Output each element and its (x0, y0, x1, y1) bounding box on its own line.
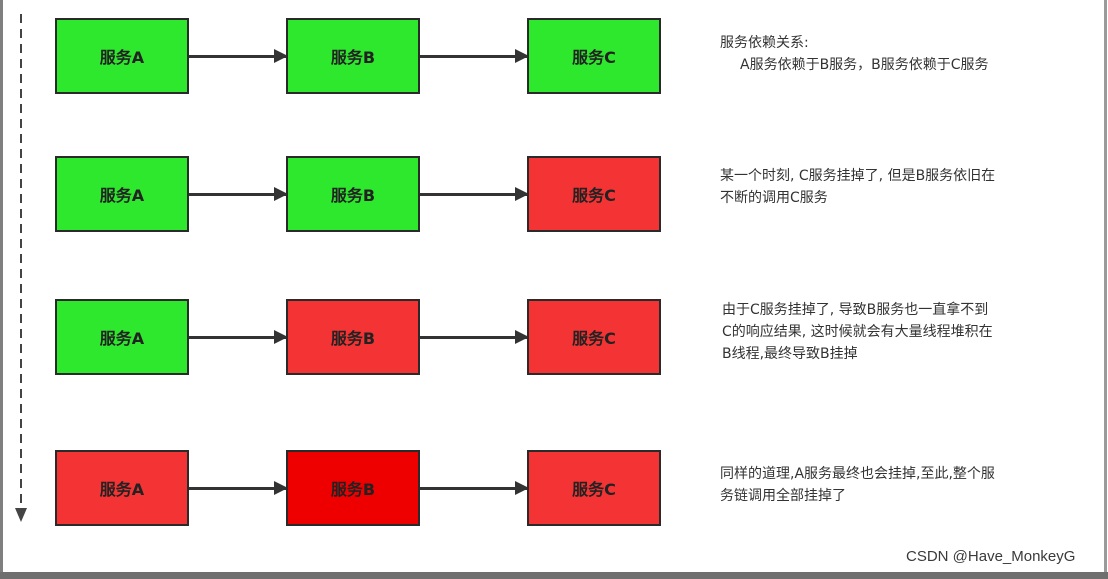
row2-service-c-label: 服务C (572, 186, 616, 205)
row1-description-line2: A服务依赖于B服务，B服务依赖于C服务 (740, 57, 989, 73)
row1-arrow-a-b (189, 49, 288, 63)
watermark: CSDN @Have_MonkeyG (906, 548, 1076, 565)
frame-left-border (0, 0, 3, 579)
row3-service-c-label: 服务C (572, 329, 616, 348)
row2-description-line2: 不断的调用C服务 (720, 190, 828, 206)
row4-arrow-b-c (420, 481, 529, 495)
row3-service-b-box: 服务B (286, 299, 420, 375)
row4-service-a-label: 服务A (99, 480, 145, 499)
row4-service-b-label: 服务B (330, 480, 376, 499)
frame-right-border (1104, 0, 1107, 579)
row2-description: 某一个时刻, C服务挂掉了, 但是B服务依旧在 不断的调用C服务 (720, 165, 995, 209)
row3-description-line3: B线程,最终导致B挂掉 (722, 346, 858, 362)
row3-arrow-b-c (420, 330, 529, 344)
row3-service-a-box: 服务A (55, 299, 189, 375)
timeline-arrow (15, 14, 27, 522)
row2-arrow-b-c (420, 187, 529, 201)
row1-description-line1: 服务依赖关系: (720, 35, 809, 51)
row4-service-c-label: 服务C (572, 480, 616, 499)
row1-service-c-label: 服务C (572, 48, 616, 67)
row3-description-line2: C的响应结果, 这时候就会有大量线程堆积在 (722, 324, 993, 340)
row1-service-b-box: 服务B (286, 18, 420, 94)
row1-service-c-box: 服务C (527, 18, 661, 94)
row4-service-c-box: 服务C (527, 450, 661, 526)
row3-service-c-box: 服务C (527, 299, 661, 375)
row3-service-a-label: 服务A (99, 329, 145, 348)
row2-description-line1: 某一个时刻, C服务挂掉了, 但是B服务依旧在 (720, 168, 996, 184)
row2-service-b-label: 服务B (330, 186, 376, 205)
frame-bottom-border (0, 572, 1108, 579)
row3-description: 由于C服务挂掉了, 导致B服务也一直拿不到 C的响应结果, 这时候就会有大量线程… (722, 299, 993, 365)
row2-arrow-a-b (189, 187, 288, 201)
row2-service-a-label: 服务A (99, 186, 145, 205)
row2-service-b-box: 服务B (286, 156, 420, 232)
row2-service-a-box: 服务A (55, 156, 189, 232)
row2-service-c-box: 服务C (527, 156, 661, 232)
row1-service-a-box: 服务A (55, 18, 189, 94)
row4-description: 同样的道理,A服务最终也会挂掉,至此,整个服 务链调用全部挂掉了 (720, 463, 995, 507)
row1-service-a-label: 服务A (99, 48, 145, 67)
row4-description-line2: 务链调用全部挂掉了 (720, 488, 846, 504)
row1-service-b-label: 服务B (330, 48, 376, 67)
row3-arrow-a-b (189, 330, 288, 344)
row4-service-a-box: 服务A (55, 450, 189, 526)
row3-description-line1: 由于C服务挂掉了, 导致B服务也一直拿不到 (722, 302, 989, 318)
row4-service-b-box: 服务B (286, 450, 420, 526)
row4-description-line1: 同样的道理,A服务最终也会挂掉,至此,整个服 (720, 466, 995, 482)
row1-arrow-b-c (420, 49, 529, 63)
row1-description: 服务依赖关系: A服务依赖于B服务，B服务依赖于C服务 (720, 32, 989, 76)
row4-arrow-a-b (189, 481, 288, 495)
row3-service-b-label: 服务B (330, 329, 376, 348)
